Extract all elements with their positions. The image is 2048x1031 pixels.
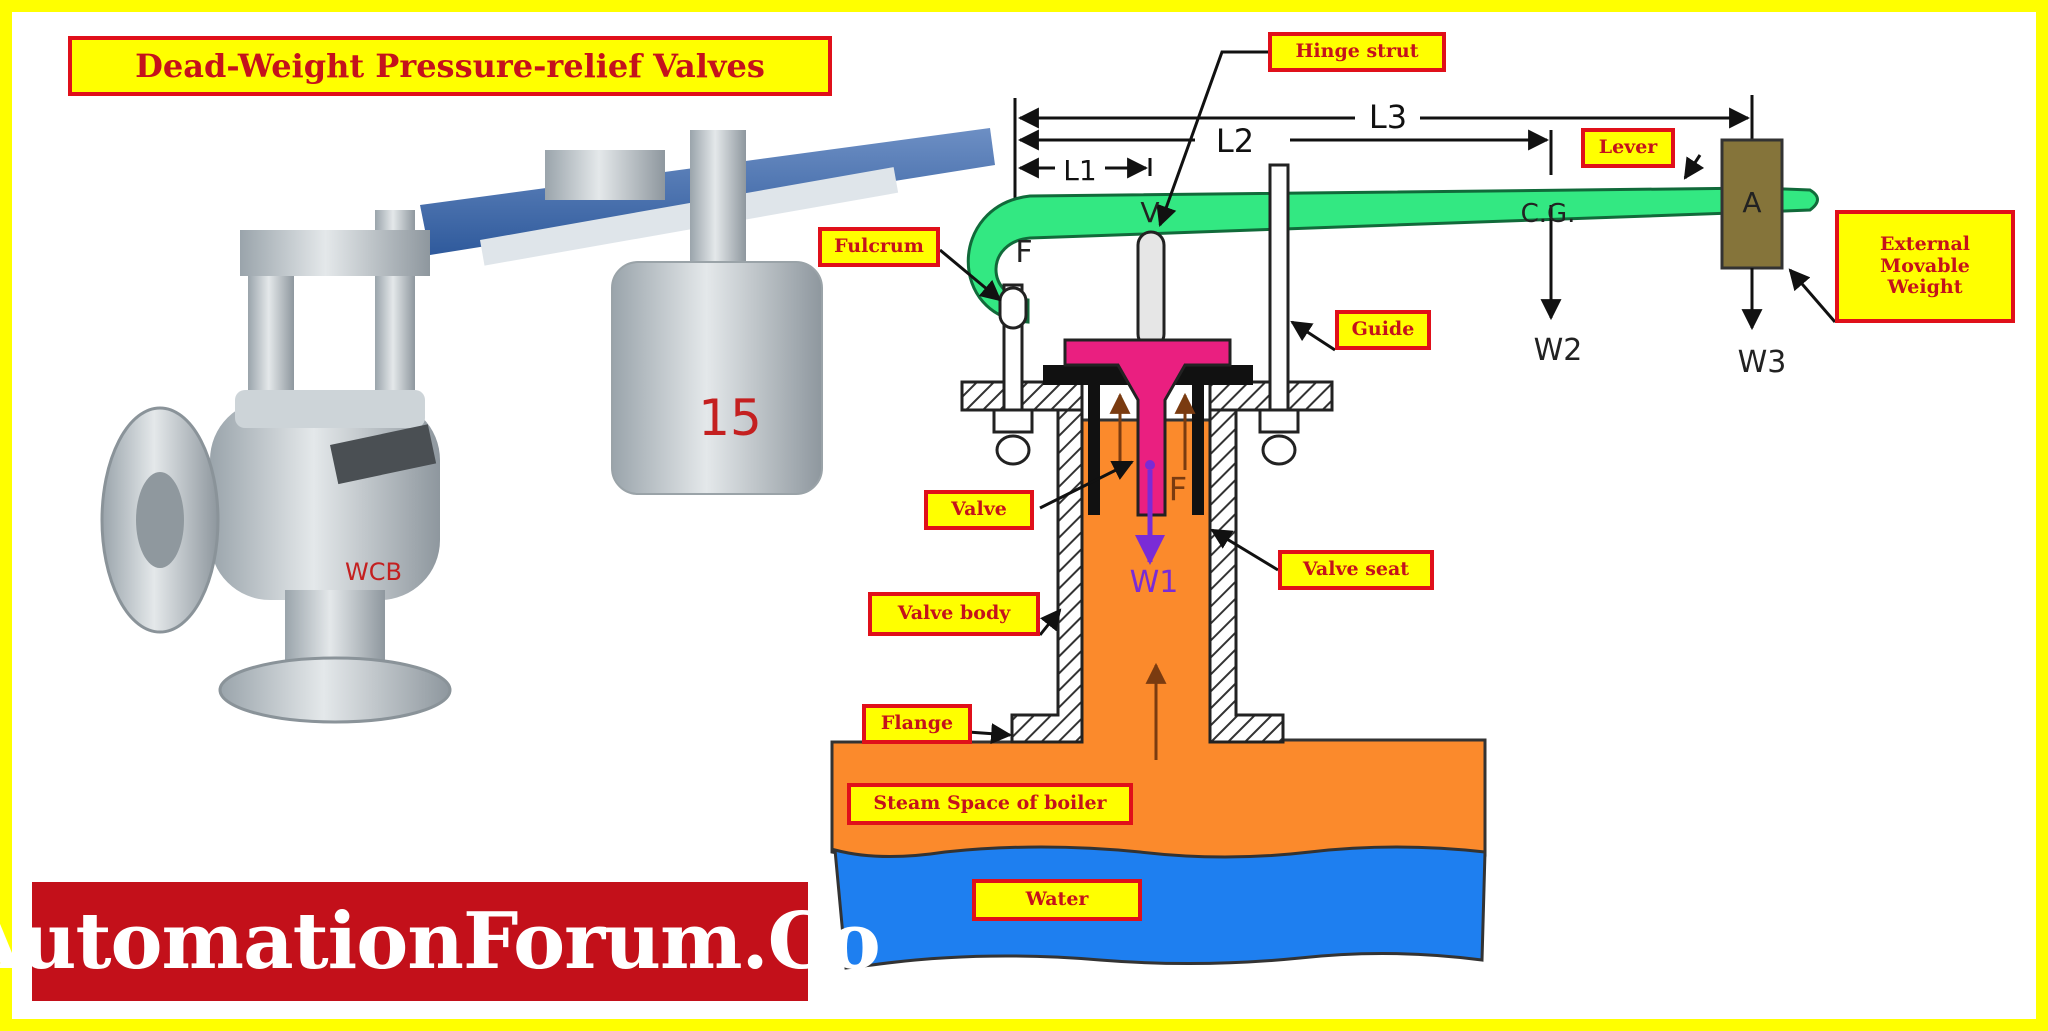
dim-l3-label: L3 — [1369, 98, 1407, 136]
label-fulcrum: Fulcrum — [818, 227, 940, 267]
w2-label: W2 — [1534, 333, 1583, 368]
photo-bottom-flange — [218, 656, 452, 724]
label-valve-body: Valve body — [868, 592, 1040, 636]
photo-bonnet-flange — [235, 390, 425, 428]
external-weight-block — [1720, 138, 1784, 270]
photo-weight-number: 15 — [698, 389, 762, 447]
photo-yoke — [240, 230, 430, 276]
hinge-letter: V — [1140, 196, 1159, 229]
page-title: Dead-Weight Pressure-relief Valves — [68, 36, 832, 96]
photo-lever-slot — [479, 167, 899, 266]
water-region — [833, 845, 1487, 970]
label-steam-space: Steam Space of boiler — [847, 783, 1133, 825]
w1-label: W1 — [1130, 565, 1179, 600]
photo-clamp — [545, 150, 665, 200]
cg-label: C.G. — [1521, 199, 1576, 229]
label-guide: Guide — [1335, 310, 1431, 350]
label-external-weight: External Movable Weight — [1835, 210, 2015, 323]
dimension-lines — [1013, 95, 1754, 235]
photo-weight-hanger — [690, 130, 746, 270]
dim-l2-label: L2 — [1216, 122, 1254, 160]
photo-nameplate — [330, 424, 437, 485]
valve-photo: 15 WCB — [100, 128, 995, 724]
valve-cg-dot — [1145, 460, 1155, 470]
label-flange: Flange — [862, 704, 972, 744]
label-water: Water — [972, 879, 1142, 921]
hinge-strut — [1136, 230, 1166, 349]
label-valve-seat: Valve seat — [1278, 550, 1434, 590]
weight-a-letter: A — [1742, 186, 1761, 219]
force-f-label: F — [1169, 470, 1187, 508]
label-lever: Lever — [1581, 128, 1675, 168]
label-valve: Valve — [924, 490, 1034, 530]
leader-lines — [939, 50, 1837, 745]
valve-body-wall-left — [1010, 378, 1084, 744]
valve-seat-left — [1088, 380, 1100, 515]
photo-body-marking: WCB — [345, 558, 402, 586]
watermark-banner: AutomationForum.Co — [0, 882, 881, 1001]
force-arrows — [1109, 392, 1196, 760]
lever-arm — [966, 186, 1819, 324]
load-arrows — [1540, 205, 1763, 331]
dim-l1-label: L1 — [1063, 154, 1096, 187]
fulcrum-letter: F — [1015, 235, 1032, 270]
fulcrum-pin — [998, 286, 1028, 330]
label-hinge-strut: Hinge strut — [1268, 32, 1446, 72]
valve-seat-right — [1192, 380, 1204, 515]
valve-body-wall-right — [1208, 378, 1285, 744]
w3-label: W3 — [1738, 345, 1787, 380]
valve-disk — [1063, 338, 1232, 517]
photo-side-bore — [136, 472, 184, 568]
photo-weight-block — [611, 261, 823, 495]
